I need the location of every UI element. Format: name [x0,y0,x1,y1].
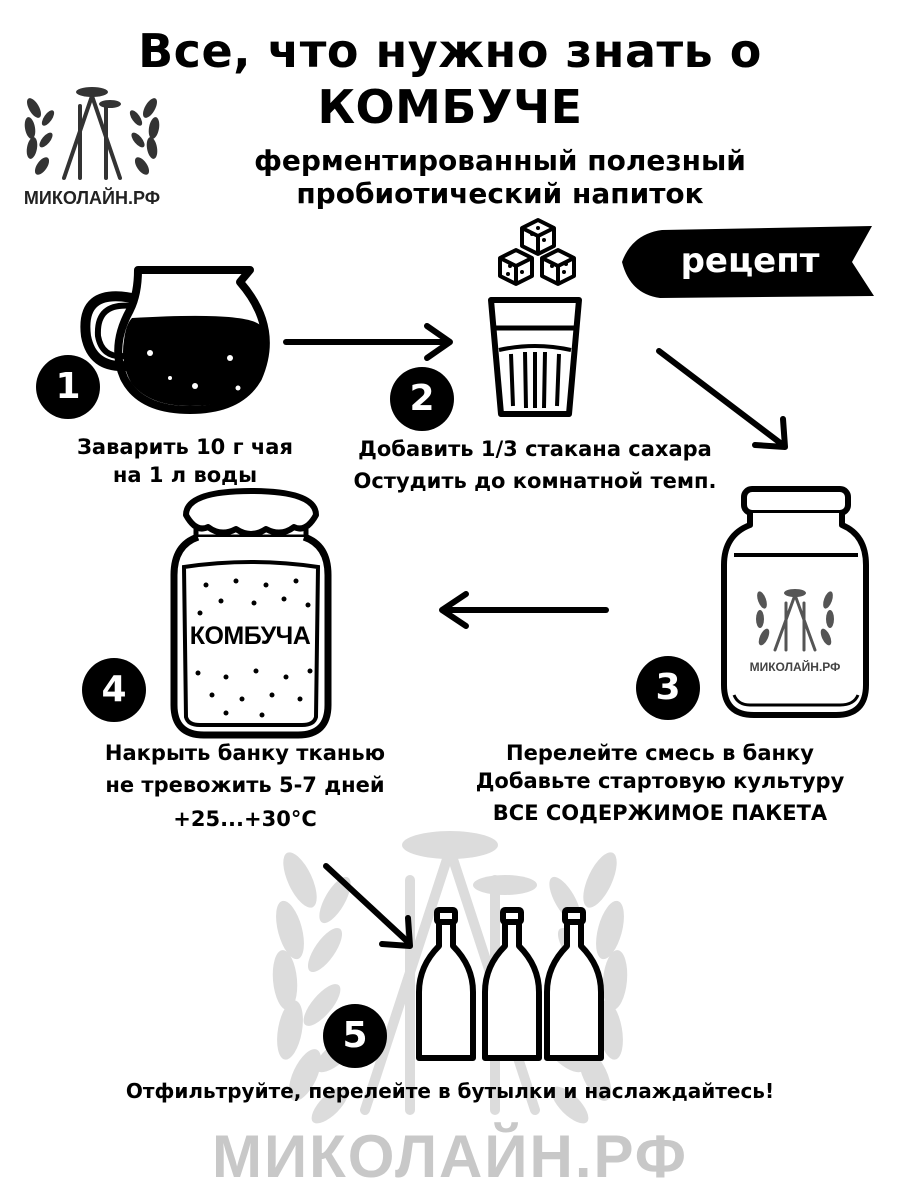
step-4-caption-line1: Накрыть банку тканью [104,741,386,765]
step-4-caption-line3: +25...+30°C [173,807,317,831]
bottles-icon [416,907,604,1061]
kombucha-jar-icon [170,488,332,739]
subtitle-line2: пробиотический напиток [296,177,704,210]
step-3-caption-line1: Перелейте смесь в банку [506,741,814,765]
jug-icon [80,266,270,414]
recipe-ribbon-label: рецепт [680,241,820,281]
arrow-down-right-icon [656,348,788,450]
step-5-caption: Отфильтруйте, перелейте в бутылки и насл… [125,1079,775,1103]
jar-label: КОМБУЧА [189,622,311,650]
step-4-badge: 4 [82,658,146,722]
watermark-brand-text: МИКОЛАЙН.РФ [212,1123,688,1190]
step-4-caption-line2: не тревожить 5-7 дней [105,773,385,797]
recipe-ribbon [622,226,874,298]
step-1-badge: 1 [36,355,100,419]
jar-brand-text: МИКОЛАЙН.РФ [749,660,841,674]
step-2-caption-line1: Добавить 1/3 стакана сахара [358,437,712,461]
glass-icon [488,297,582,417]
step-2-caption-line2: Остудить до комнатной темп. [353,469,717,493]
arrow-left-icon [439,591,609,629]
arrow-down-right-icon [323,863,413,949]
brand-logo-text: МИКОЛАЙН.РФ [23,188,161,208]
jar-icon [721,486,869,718]
step-1-caption-line2: на 1 л воды [112,463,258,487]
step-3-caption-line2: Добавьте стартовую культуру [475,769,845,793]
page-title-line2: КОМБУЧЕ [317,80,583,134]
step-3-caption-line3: ВСЕ СОДЕРЖИМОЕ ПАКЕТА [492,801,828,825]
step-2-badge: 2 [390,367,454,431]
step-3-badge: 3 [636,656,700,720]
step-1-caption-line1: Заварить 10 г чая [77,435,293,459]
arrow-right-icon [283,323,453,361]
page-title-line1: Все, что нужно знать о [138,24,762,78]
sugar-cubes-icon [498,218,576,286]
brand-wreath-logo [24,87,160,180]
step-5-badge: 5 [323,1004,387,1068]
subtitle-line1: ферментированный полезный [254,144,746,177]
